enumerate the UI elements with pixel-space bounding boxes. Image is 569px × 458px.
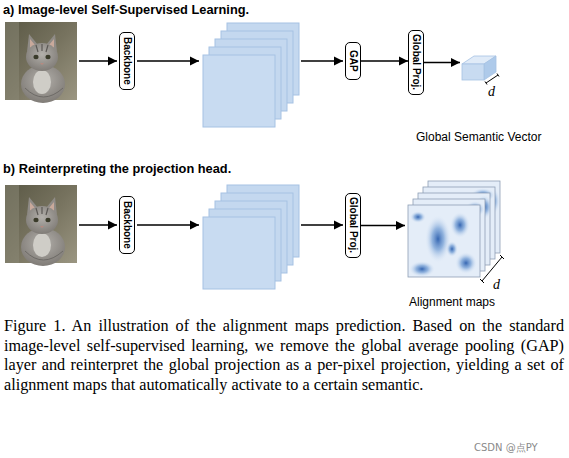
figure-caption: Figure 1. An illustration of the alignme… — [4, 317, 564, 395]
alignment-map — [408, 205, 480, 277]
feature-maps — [203, 23, 299, 127]
backbone-box: Backbone — [119, 32, 135, 90]
section-title: b) Reinterpreting the projection head. — [3, 161, 231, 176]
box-label: Backbone — [122, 201, 132, 249]
flow-arrow — [137, 224, 199, 225]
watermark: CSDN @点PY — [474, 441, 538, 455]
box-label: Backbone — [122, 37, 132, 85]
dimension-label: d — [488, 84, 495, 101]
box-label: Global Proj. — [348, 197, 358, 253]
cat-photo — [5, 185, 77, 266]
alignment-maps-stack — [405, 178, 502, 280]
feature-maps — [203, 185, 299, 289]
output-label: Global Semantic Vector — [416, 130, 541, 144]
semantic-vector: dGlobal Semantic Vector — [460, 52, 498, 82]
gap-box: GAP — [345, 42, 361, 80]
connector-arrow — [424, 62, 460, 63]
projection-box: Global Proj. — [345, 193, 361, 258]
cat-photo — [5, 22, 77, 103]
vector-cuboid — [460, 52, 498, 82]
flow-arrow — [301, 224, 343, 225]
flow-arrow — [79, 60, 117, 61]
flow-arrow — [79, 224, 117, 225]
dimension-bracket — [485, 74, 499, 85]
connector-arrow — [361, 225, 405, 226]
flow-arrow — [137, 60, 199, 61]
dimension-bracket — [480, 255, 504, 283]
section-title: a) Image-level Self-Supervised Learning. — [3, 2, 249, 17]
projection-box: Global Proj. — [408, 30, 424, 95]
alignment-maps: dAlignment maps — [405, 178, 502, 280]
connector-arrow — [361, 60, 408, 61]
box-label: Global Proj. — [411, 34, 421, 90]
box-label: GAP — [348, 50, 358, 72]
dimension-label: d — [493, 277, 500, 294]
output-label: Alignment maps — [409, 295, 495, 309]
backbone-box: Backbone — [119, 196, 135, 254]
flow-arrow — [301, 60, 343, 61]
